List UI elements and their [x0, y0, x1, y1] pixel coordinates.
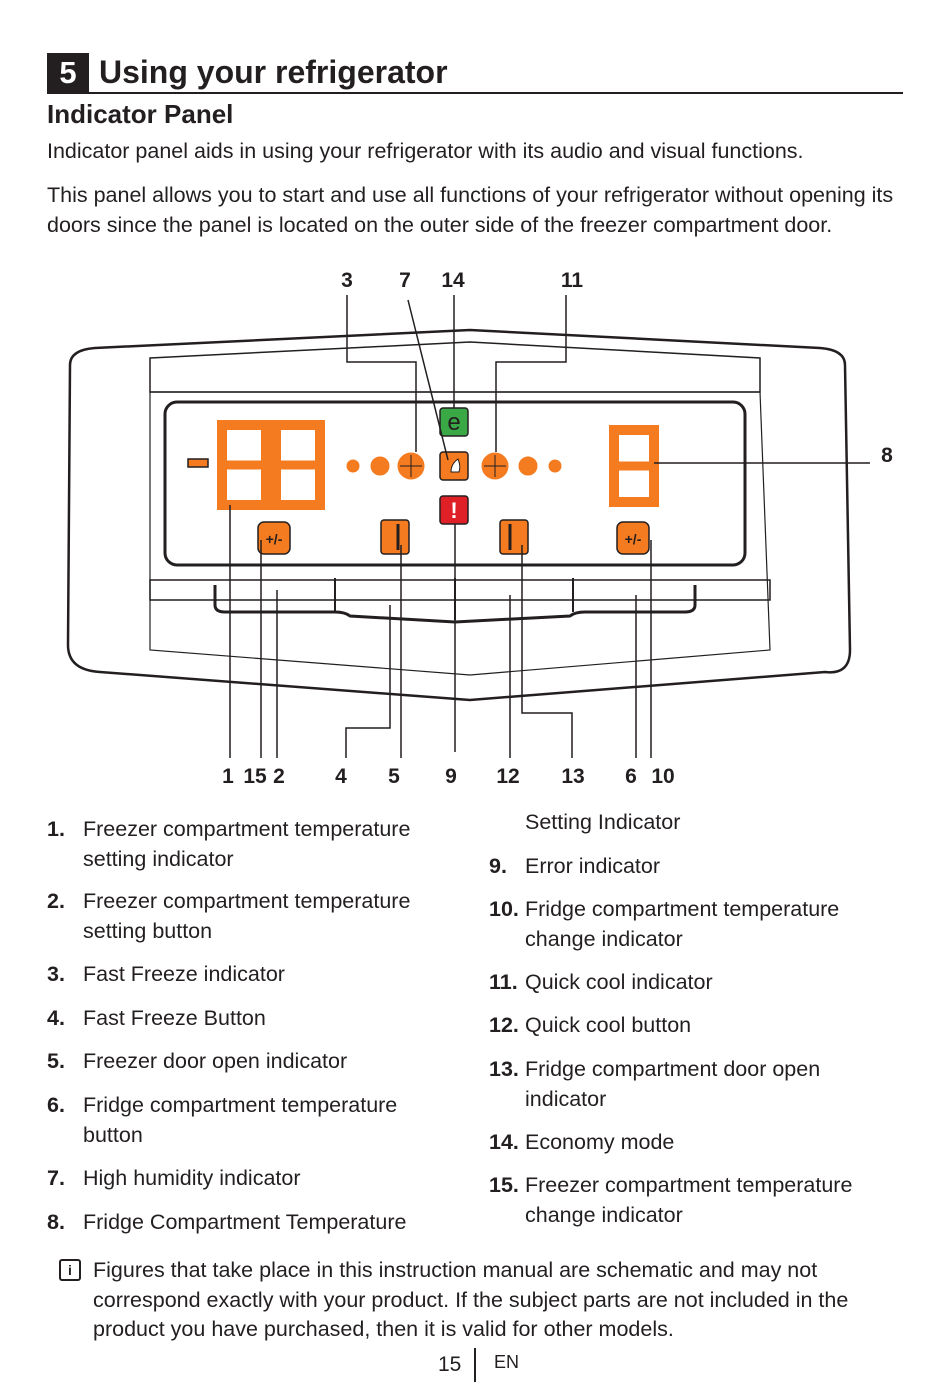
note-text: Figures that take place in this instruct…: [93, 1258, 849, 1341]
page-language: EN: [494, 1352, 520, 1372]
callout-15: 15: [243, 765, 267, 788]
callout-13: 13: [561, 765, 584, 788]
subheading: Indicator Panel: [47, 99, 234, 129]
fast-freeze-snowflakes: [346, 452, 425, 480]
freezer-plus-minus: +/-: [266, 531, 283, 547]
callout-3: 3: [341, 269, 353, 292]
section-number: 5: [47, 53, 89, 92]
callout-9: 9: [445, 765, 457, 788]
callout-6: 6: [625, 765, 637, 788]
economy-symbol: e: [447, 409, 460, 436]
callout-14: 14: [441, 269, 465, 292]
callout-2: 2: [273, 765, 285, 788]
info-icon: i: [59, 1259, 81, 1281]
fridge-change-indicator: [616, 521, 650, 555]
panel-paragraph: This panel allows you to start and use a…: [47, 183, 894, 237]
indicator-panel-diagram: e ! +/- +/-: [66, 269, 893, 788]
callout-7: 7: [399, 269, 411, 292]
callout-8: 8: [881, 444, 893, 467]
page-separator: [474, 1348, 476, 1382]
error-symbol: !: [450, 498, 457, 523]
page-number: 15: [438, 1353, 462, 1376]
callout-11: 11: [561, 269, 584, 292]
intro-paragraph: Indicator panel aids in using your refri…: [47, 139, 804, 163]
fridge-door-open-indicator: [499, 519, 529, 555]
callout-4: 4: [335, 765, 347, 788]
freezer-change-indicator: [257, 521, 291, 555]
callout-10: 10: [651, 765, 674, 788]
quick-cool-snowflakes: [481, 452, 562, 480]
section-title: Using your refrigerator: [99, 54, 448, 90]
leader-lines: [229, 295, 870, 758]
callout-5: 5: [388, 765, 400, 788]
fridge-plus-minus: +/-: [625, 531, 642, 547]
fridge-temperature-display: [609, 425, 659, 507]
section-header: 5 Using your refrigerator: [47, 50, 903, 94]
freezer-temperature-display: [187, 420, 325, 510]
freezer-door-open-indicator: [380, 519, 410, 555]
error-indicator: [439, 495, 469, 525]
callout-12: 12: [496, 765, 519, 788]
callout-1: 1: [222, 765, 234, 788]
